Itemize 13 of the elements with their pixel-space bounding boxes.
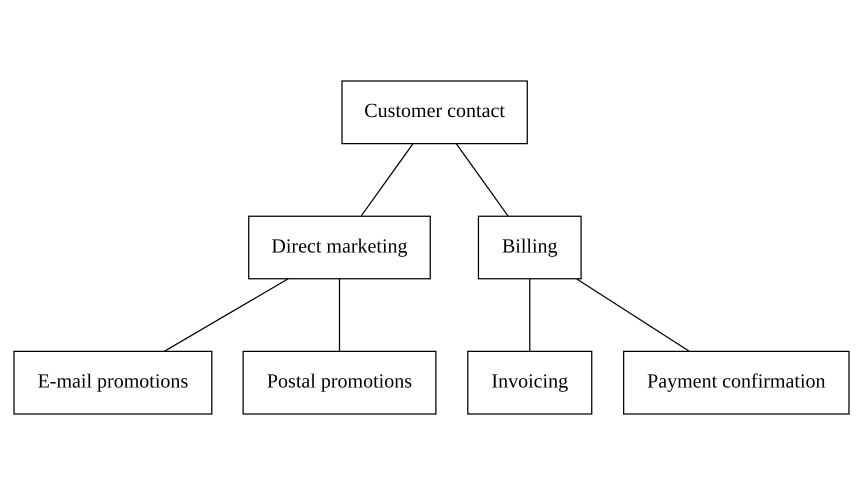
node-box: Payment confirmation (623, 350, 850, 414)
connector (456, 142, 508, 216)
connector (529, 278, 530, 350)
connector (164, 278, 288, 352)
node-box: Billing (478, 215, 582, 279)
node-box: E-mail promotions (13, 350, 212, 414)
connector (576, 278, 690, 352)
node-box: Invoicing (467, 350, 592, 414)
node-box: Direct marketing (248, 215, 431, 279)
node-box: Customer contact (341, 80, 528, 144)
connector (360, 142, 414, 216)
connector (338, 278, 340, 350)
node-box: Postal promotions (242, 350, 436, 414)
